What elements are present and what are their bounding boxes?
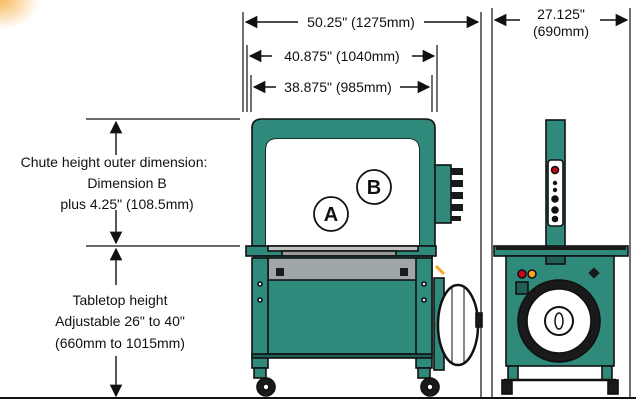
tabletop-label-line2: Adjustable 26" to 40" — [55, 313, 185, 329]
tabletop-label-line1: Tabletop height — [73, 292, 168, 308]
head-unit — [434, 164, 452, 224]
left-leg — [251, 257, 269, 369]
corner-glow — [0, 0, 40, 30]
right-leg — [415, 257, 433, 369]
strap-reel-side — [436, 283, 480, 367]
frame-width-label: 40.875" (1040mm) — [284, 48, 399, 64]
power-button-icon — [550, 165, 560, 175]
extension-lines — [86, 8, 631, 398]
marker-b: B — [356, 169, 392, 205]
front-view-machine — [245, 118, 483, 397]
chute-label-line3: plus 4.25" (108.5mm) — [60, 196, 193, 212]
marker-b-label: B — [367, 177, 381, 199]
cabinet-panel — [267, 257, 419, 281]
marker-a-label: A — [324, 204, 338, 226]
side-view-machine — [493, 119, 629, 395]
tabletop-label-line3: (660mm to 1015mm) — [55, 335, 185, 351]
marker-a: A — [313, 196, 349, 232]
depth-label-line1: 27.125" — [537, 6, 585, 22]
depth-label-line2: (690mm) — [533, 23, 589, 39]
head-fins — [451, 168, 463, 221]
chute-label-line1: Chute height outer dimension: — [21, 154, 208, 170]
arch-opening — [266, 139, 419, 246]
chute-label-line2: Dimension B — [87, 175, 166, 191]
warning-indicator — [588, 267, 600, 279]
overall-width-label: 50.25" (1275mm) — [307, 14, 415, 30]
inner-width-label: 38.875" (985mm) — [284, 79, 392, 95]
